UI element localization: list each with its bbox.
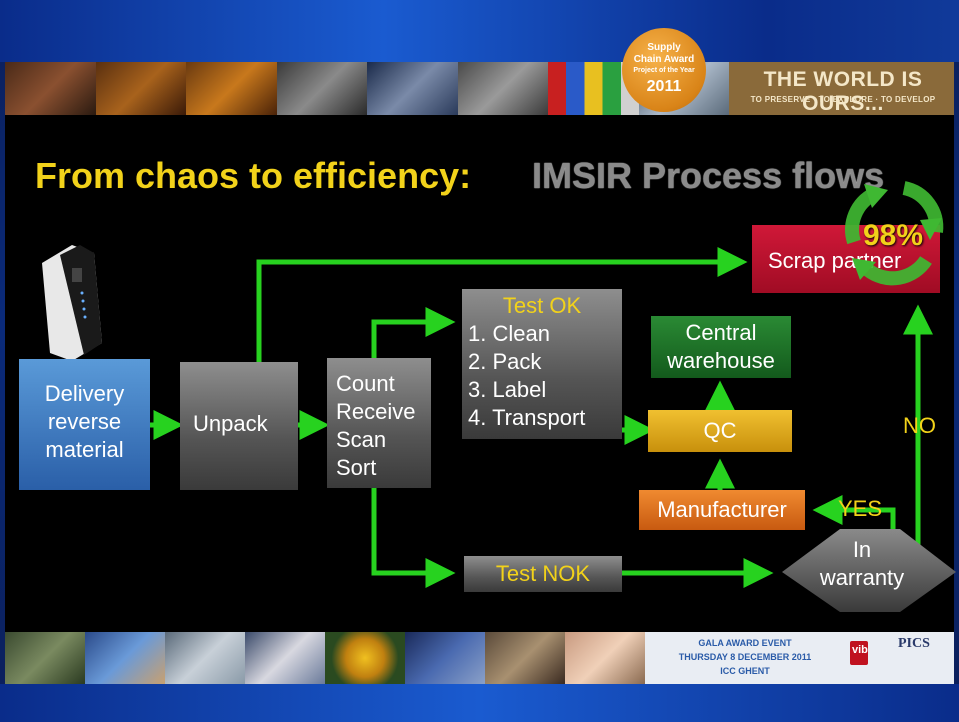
test-ok-step: 1. Clean bbox=[468, 321, 550, 346]
arrow-count-testnok bbox=[371, 488, 456, 588]
award-line: Chain Award bbox=[633, 54, 695, 65]
central-line: warehouse bbox=[667, 348, 775, 373]
photo-tile bbox=[485, 632, 565, 684]
photo-tile bbox=[5, 62, 96, 115]
no-label: NO bbox=[903, 413, 936, 438]
manufacturer-box: Manufacturer bbox=[639, 490, 805, 530]
test-ok-step: 4. Transport bbox=[468, 405, 586, 430]
slogan-banner bbox=[729, 62, 954, 115]
count-line: Sort bbox=[336, 455, 377, 480]
delivery-line: material bbox=[45, 437, 124, 462]
gala-line: THURSDAY 8 DECEMBER 2011 bbox=[678, 652, 812, 662]
gala-line: ICC GHENT bbox=[720, 666, 770, 676]
central-warehouse-box: Central warehouse bbox=[651, 316, 791, 378]
count-box: Count Receive Scan Sort bbox=[327, 358, 431, 488]
photo-tile bbox=[367, 62, 458, 115]
qc-label: QC bbox=[703, 418, 737, 443]
test-ok-title: Test OK bbox=[502, 293, 582, 318]
photo-tile bbox=[325, 632, 405, 684]
arrow-unpack-scrap bbox=[256, 247, 748, 362]
test-ok-step: 2. Pack bbox=[468, 349, 542, 374]
photo-tile bbox=[245, 632, 325, 684]
photo-tile bbox=[186, 62, 277, 115]
slide-title-highlight: IMSIR Process flows bbox=[532, 155, 885, 196]
modem-icon bbox=[42, 245, 102, 361]
unpack-box: Unpack bbox=[180, 362, 298, 490]
delivery-box: Delivery reverse material bbox=[19, 359, 150, 490]
vib-logo bbox=[850, 641, 868, 665]
delivery-line: Delivery bbox=[44, 381, 125, 406]
manufacturer-label: Manufacturer bbox=[657, 497, 787, 522]
arrow-count-testok bbox=[371, 307, 456, 358]
slogan-subtext: TO PRESERVE · TO EXPLORE · TO DEVELOP bbox=[750, 95, 936, 104]
slogan-text: THE WORLD IS OURS... bbox=[763, 68, 923, 115]
recycle-icon bbox=[845, 181, 944, 286]
photo-tile bbox=[95, 62, 186, 115]
pics-logo: PICS bbox=[898, 636, 930, 651]
central-line: Central bbox=[685, 320, 757, 345]
warranty-line: In bbox=[852, 537, 872, 562]
photo-tile bbox=[85, 632, 165, 684]
count-line: Scan bbox=[336, 427, 387, 452]
count-line: Receive bbox=[336, 399, 416, 424]
warranty-label: In warranty bbox=[782, 536, 942, 592]
qc-box: QC bbox=[648, 410, 792, 452]
photo-tile bbox=[165, 632, 245, 684]
photo-tile bbox=[5, 632, 85, 684]
test-nok-label: Test NOK bbox=[495, 561, 591, 586]
photo-tile bbox=[457, 62, 548, 115]
award-year: 2011 bbox=[646, 78, 682, 95]
yes-label: YES bbox=[838, 496, 883, 521]
gala-line: GALA AWARD EVENT bbox=[698, 638, 792, 648]
award-line: Supply bbox=[647, 42, 681, 53]
photo-tile bbox=[565, 632, 645, 684]
warranty-diamond bbox=[782, 529, 956, 612]
test-ok-box: Test OK 1. Clean 2. Pack 3. Label 4. Tra… bbox=[462, 289, 622, 439]
vib-logo-text: vib bbox=[852, 644, 868, 656]
award-line: Project of the Year bbox=[633, 67, 695, 74]
photo-strip-bottom bbox=[5, 632, 645, 684]
gala-box bbox=[645, 632, 954, 684]
photo-tile bbox=[276, 62, 367, 115]
award-badge: Supply Chain Award Project of the Year 2… bbox=[622, 28, 706, 112]
test-nok-box: Test NOK bbox=[464, 556, 622, 592]
slide-title: From chaos to efficiency: bbox=[35, 155, 472, 196]
delivery-line: reverse bbox=[47, 409, 122, 434]
recycle-percentage: 98% bbox=[863, 219, 924, 252]
photo-tile bbox=[405, 632, 485, 684]
count-line: Count bbox=[336, 371, 395, 396]
bottom-band bbox=[0, 684, 959, 722]
top-band bbox=[0, 0, 959, 62]
unpack-label: Unpack bbox=[193, 411, 268, 436]
warranty-line: warranty bbox=[819, 565, 905, 590]
test-ok-step: 3. Label bbox=[468, 377, 547, 402]
